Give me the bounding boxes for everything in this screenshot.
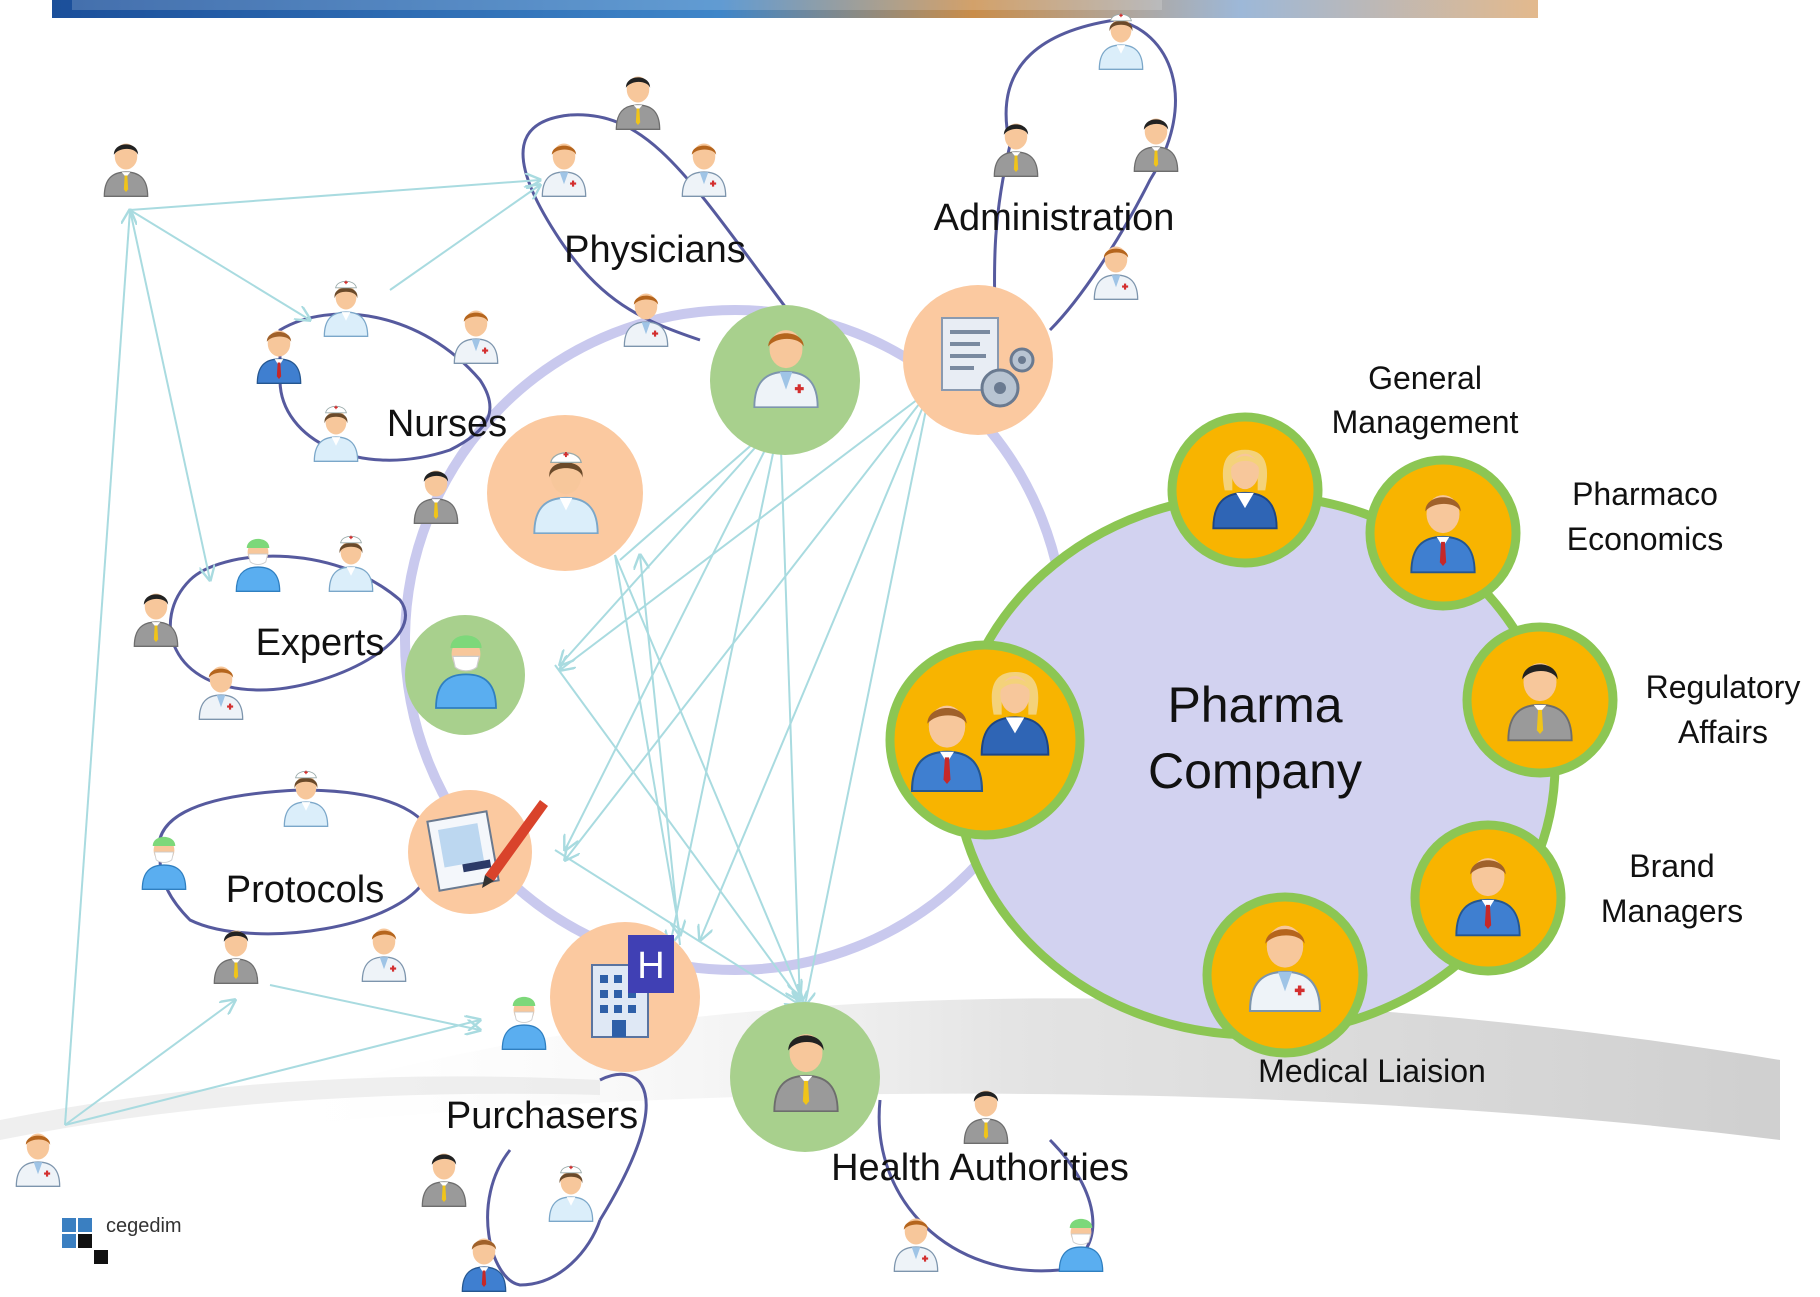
businessman-icon [103,142,149,197]
cegedim-logo: cegedim [62,1215,182,1264]
nurse-icon [283,770,329,827]
nurse-icon [548,1165,594,1222]
svg-text:H: H [637,945,664,987]
doctor-icon [1093,245,1139,300]
pharma-title-line2: Company [1148,743,1362,799]
role-label-brand-line2: Managers [1601,893,1743,929]
pharma-node-general-management [1167,412,1323,568]
surgeon-icon [1058,1218,1104,1272]
pharma-node-medical-liaision [1202,892,1368,1058]
hub-administration [903,285,1053,435]
role-label-general-line1: General [1368,360,1482,396]
role-label-pharmaco-line1: Pharmaco [1572,476,1718,512]
group-label-administration: Administration [934,197,1175,239]
pharma-node-pharmaco-economics [1365,455,1521,611]
businessman-icon [421,1152,467,1207]
doctor-icon [681,142,727,197]
nurse-icon [323,280,369,337]
role-label-regulatory-line1: Regulatory [1646,669,1801,705]
role-label-regulatory-line2: Affairs [1678,714,1768,750]
role-label-general-line2: Management [1332,404,1519,440]
hospital-h-badge [628,935,674,993]
hub-protocols [408,790,548,914]
businessman-icon [615,75,661,130]
businessman-icon [993,122,1039,177]
doctor-icon [198,665,244,720]
logo-text: cegedim [106,1215,182,1237]
pharma-title-line1: Pharma [1167,677,1342,733]
role-label-pharmaco-line2: Economics [1567,521,1724,557]
doctor-icon [361,927,407,982]
hub-purchasers: H [550,922,700,1072]
doctor-icon [893,1217,939,1272]
nurse-icon [328,535,374,592]
group-label-purchasers: Purchasers [446,1095,638,1137]
role-label-medical-liaision: Medical Liaision [1258,1053,1486,1089]
surgeon-icon [501,996,547,1050]
group-label-physicians: Physicians [564,229,746,271]
document-settings-icon [941,317,1035,408]
doctor-icon [541,142,587,197]
pharma-node-regulatory-affairs [1462,622,1618,778]
pharma-node-brand-managers [1410,820,1566,976]
group-label-nurses: Nurses [387,403,507,445]
hub-nurses [487,415,643,571]
businessman-icon [213,929,259,984]
group-label-health-authorities: Health Authorities [831,1147,1129,1189]
hub-physicians [710,305,860,455]
signature-form-icon [426,800,548,892]
surgeon-icon [141,836,187,890]
group-label-protocols: Protocols [226,869,384,911]
group-label-experts: Experts [256,622,385,664]
surgeon-icon [235,538,281,592]
role-label-brand-line1: Brand [1629,848,1714,884]
doctor-icon [453,309,499,364]
businessman-icon [963,1089,1009,1144]
pharma-node-team [885,640,1085,840]
hub-experts [405,615,525,735]
doctor-icon [15,1132,61,1187]
hub-health-authorities [730,1002,880,1152]
hospital-building-icon [591,964,649,1038]
nurse-icon [313,405,359,462]
